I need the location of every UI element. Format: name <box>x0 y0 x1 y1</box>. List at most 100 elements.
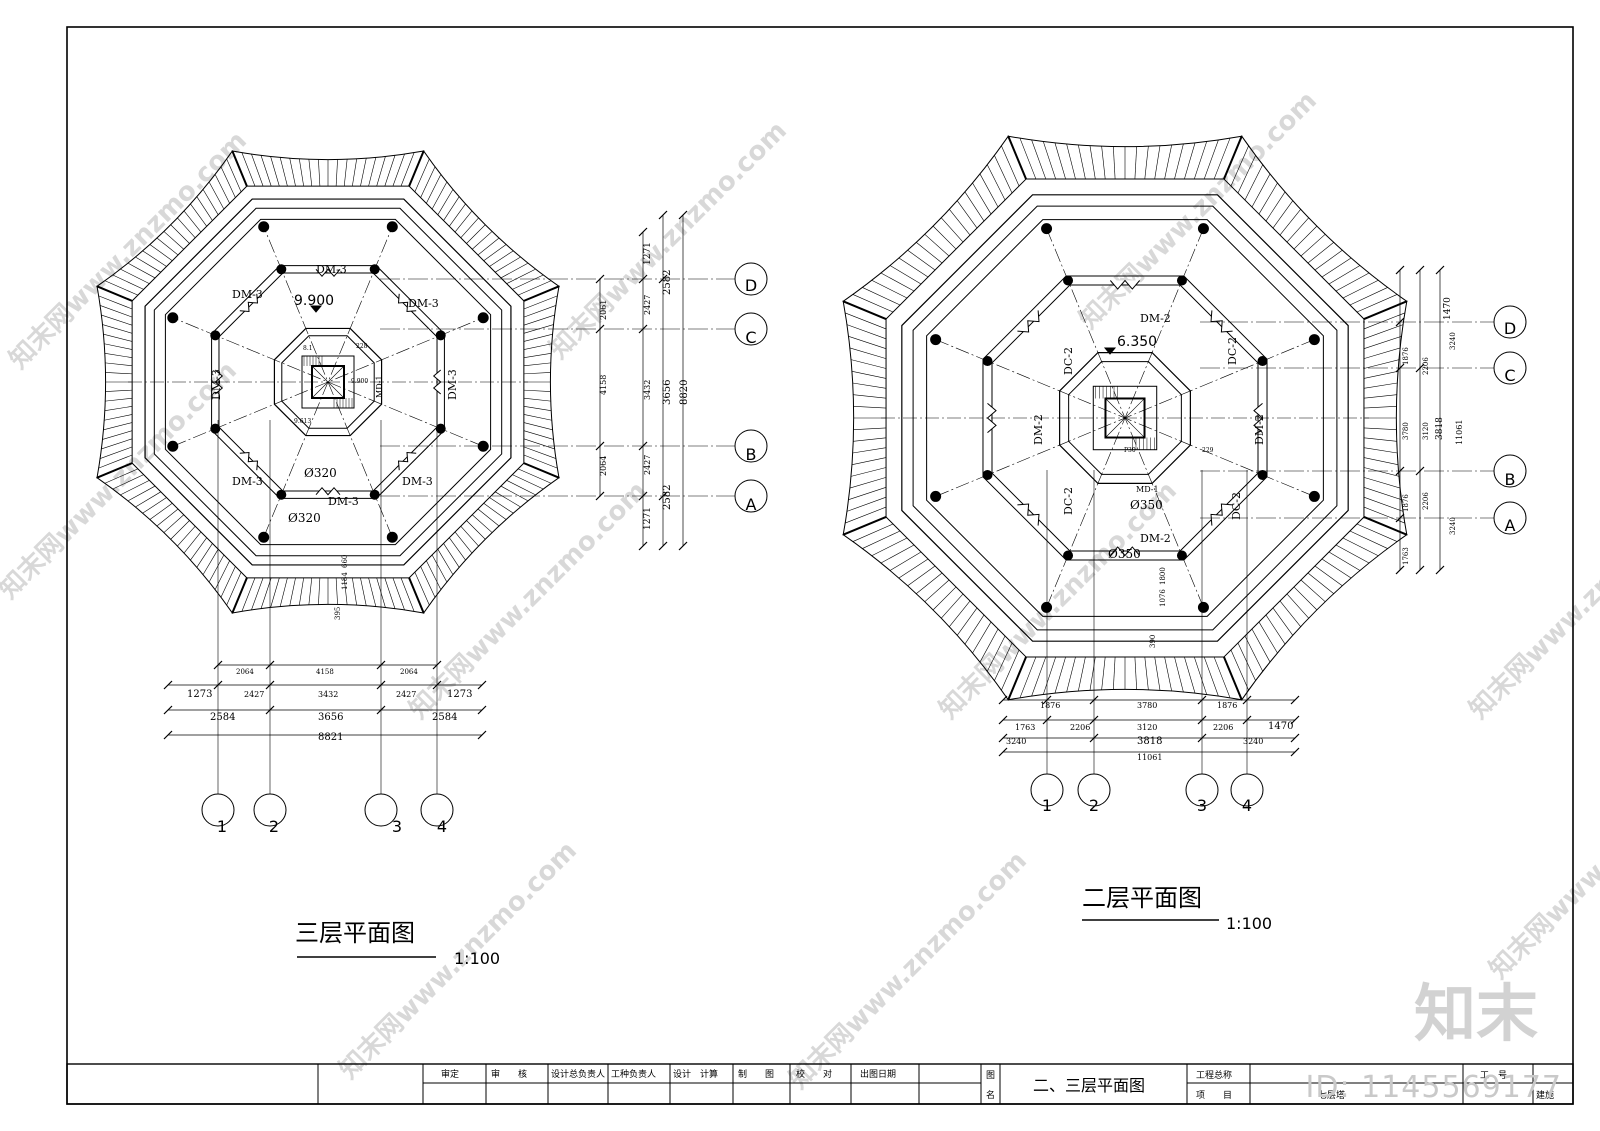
eave-panel <box>842 516 1027 701</box>
eave-panel <box>231 577 425 614</box>
column-dot <box>1041 601 1053 613</box>
eave-hatch <box>170 224 190 244</box>
eave-hatch <box>1164 656 1172 692</box>
outer-wall-inner <box>926 219 1324 617</box>
eave-hatch <box>127 262 156 279</box>
dimension-tick <box>1242 695 1252 705</box>
stair-cross <box>311 365 345 399</box>
axis-bubble-label: A <box>746 495 757 514</box>
eave-hatch <box>512 474 544 490</box>
eave-hatch <box>852 447 887 454</box>
dimension: 11061 <box>1455 420 1464 445</box>
dimension: 1271 <box>643 507 653 530</box>
dimension: 3656 <box>662 380 673 405</box>
ridge-line <box>408 577 425 614</box>
dimension: 3818 <box>1137 736 1162 747</box>
eave-hatch <box>853 394 887 399</box>
door-swing <box>1109 279 1141 290</box>
column-dot <box>369 489 380 500</box>
dimension-tick <box>213 660 223 670</box>
title-block <box>66 1063 1574 1105</box>
ridge-line <box>842 516 887 536</box>
eave-hatch <box>489 497 514 514</box>
eave-hatch <box>1335 544 1370 564</box>
eave-hatch <box>1113 146 1116 180</box>
eave-hatch <box>851 371 887 379</box>
eave-hatch <box>352 158 357 187</box>
eave-hatch <box>1113 656 1116 690</box>
dimension-tick <box>265 680 275 690</box>
door-label: DM-3 <box>232 288 263 301</box>
third-floor-plan <box>95 149 768 827</box>
eave-hatch <box>1363 447 1398 454</box>
dimension: 3780 <box>1402 422 1410 440</box>
eave-hatch <box>852 523 894 542</box>
column-dot <box>258 221 270 233</box>
eave-hatch <box>523 430 554 440</box>
eave-hatch <box>270 156 280 187</box>
eave-hatch <box>103 333 133 342</box>
eave-hatch <box>1279 600 1301 627</box>
eave-hatch <box>1363 406 1397 409</box>
dimension: 395 <box>334 607 342 620</box>
outer-wall <box>153 207 503 557</box>
column-dot <box>1063 550 1074 561</box>
eave-hatch <box>495 491 521 508</box>
dimension-tick <box>638 541 648 551</box>
dimension: 11061 <box>1137 753 1162 762</box>
eave-hatch <box>149 503 173 520</box>
eave-hatch <box>100 446 133 459</box>
column-dot <box>1257 469 1268 480</box>
dimension: 3818 <box>1435 417 1445 440</box>
eave-hatch <box>1363 427 1397 430</box>
dimension: 3432 <box>318 690 338 699</box>
plan-title: 二层平面图 <box>1082 884 1202 912</box>
dimension-tick <box>678 541 688 551</box>
eave-hatch <box>454 210 473 233</box>
dimension-tick <box>998 715 1008 725</box>
eave-hatch <box>1363 496 1404 512</box>
column-dot <box>930 334 942 346</box>
eave-hatch <box>1193 656 1207 695</box>
eave-hatch <box>848 336 887 350</box>
eave-hatch <box>972 621 992 654</box>
eave-hatch <box>512 274 544 290</box>
eave-panel <box>96 285 133 479</box>
dimension: 2206 <box>1422 492 1430 510</box>
dimension: 3120 <box>1137 723 1157 732</box>
stair-label: MD-1 <box>375 375 384 398</box>
elevation-mark: 9.900 <box>294 293 334 309</box>
door-swing <box>239 293 259 313</box>
eave-hatch <box>1293 586 1318 611</box>
dimension-tick <box>1395 466 1405 476</box>
eave-hatch <box>400 152 415 187</box>
eave-band <box>901 194 1349 642</box>
stair-label: P30 <box>1124 447 1136 454</box>
eave-hatch <box>994 642 1013 681</box>
column-dot <box>167 440 179 452</box>
eave-hatch <box>1300 234 1326 257</box>
stair-core <box>273 305 383 437</box>
door-swing <box>315 486 341 496</box>
dimension: 1273 <box>447 689 472 700</box>
dimension: 3240 <box>1449 517 1457 535</box>
dimension-tick <box>1042 715 1052 725</box>
eave-hatch <box>523 314 555 326</box>
eave-hatch <box>523 406 552 411</box>
ridge-line <box>842 300 887 320</box>
eave-hatch <box>1237 155 1256 194</box>
eave-hatch <box>1144 656 1149 690</box>
dimension-tick <box>432 680 442 690</box>
dimension: 2427 <box>643 455 652 475</box>
axis-lines <box>881 228 1527 807</box>
eave-hatch <box>523 362 551 367</box>
second-floor-plan <box>842 135 1527 807</box>
eave-hatch <box>949 209 971 236</box>
dimension: 1076 <box>1159 589 1167 607</box>
stair-label: 9.900 <box>351 378 368 385</box>
eave-hatch <box>1265 614 1286 645</box>
eave-hatch <box>924 234 950 257</box>
column-dot <box>435 423 446 434</box>
watermark-brand: 知末 <box>1413 977 1538 1050</box>
plan-title: 三层平面图 <box>295 919 415 947</box>
